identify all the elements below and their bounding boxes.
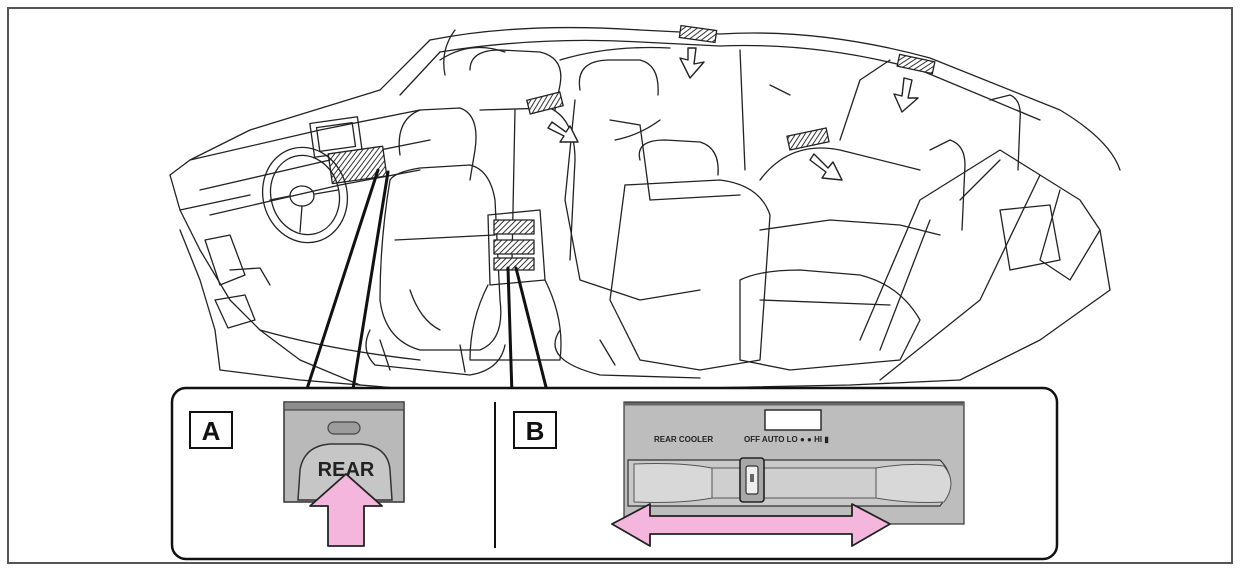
- airflow-arrow-4: [809, 153, 843, 181]
- callout-line-a-right: [350, 170, 390, 397]
- slide-left-right-arrow: [611, 503, 891, 547]
- panel-a-tag-box: [189, 411, 233, 449]
- slider-center-channel: [711, 467, 877, 499]
- panel-b-tag-box: [513, 411, 557, 449]
- rear-switch-housing-top: [283, 401, 405, 411]
- rear-cooler-label: REAR COOLER: [654, 435, 713, 444]
- airflow-arrow-1: [679, 47, 705, 79]
- slider-knob-marker: [750, 474, 754, 482]
- panel-b-tag: B: [526, 416, 545, 446]
- callout-lines: [303, 168, 550, 397]
- press-up-arrow: [309, 473, 383, 547]
- airflow-arrow-3: [547, 121, 579, 143]
- panel-a-tag: A: [202, 416, 221, 446]
- rear-button[interactable]: [297, 443, 393, 501]
- overhead-vent-4: [786, 127, 830, 151]
- overhead-vent-1: [678, 24, 718, 44]
- fan-mode-labels: OFF AUTO LO ● ● HI ▮: [744, 435, 829, 444]
- rear-button-label: REAR: [318, 459, 375, 481]
- callout-line-a-left: [303, 168, 380, 397]
- panel-b: B REAR COOLER OFF AUTO LO ● ● HI ▮: [513, 401, 965, 547]
- panel-a: A REAR: [189, 401, 405, 547]
- overhead-vent-2: [896, 53, 936, 75]
- display-window: [764, 409, 822, 431]
- indicator-light: [327, 421, 361, 435]
- overhead-vents: [526, 24, 936, 151]
- overhead-vent-3: [526, 91, 564, 115]
- callout-line-b-left: [506, 266, 514, 397]
- airflow-arrow-2: [893, 77, 919, 113]
- car-interior-drawing: [169, 26, 1121, 393]
- airflow-arrows: [547, 47, 919, 181]
- callout-line-b-right: [514, 266, 550, 397]
